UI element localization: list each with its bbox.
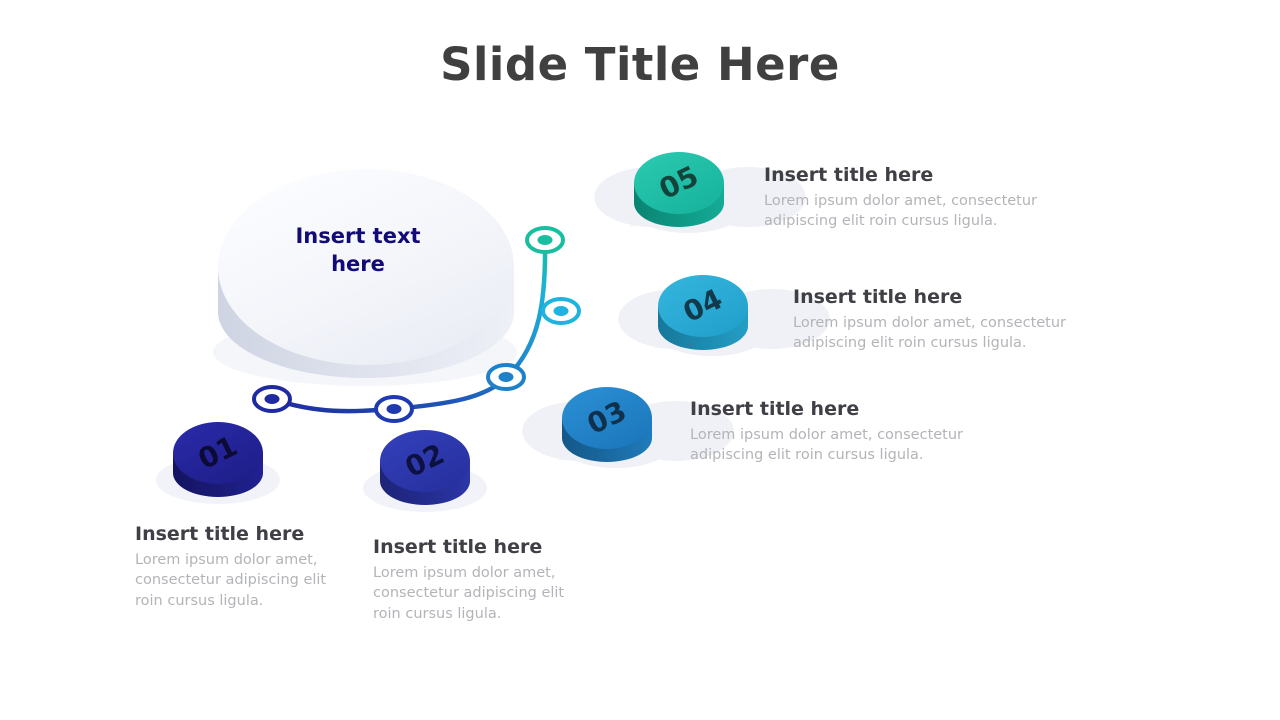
step-04-caption: Insert title here Lorem ipsum dolor amet… bbox=[793, 286, 1073, 354]
step-03-title: Insert title here bbox=[690, 398, 860, 420]
step-02-body: Lorem ipsum dolor amet, consectetur adip… bbox=[373, 564, 565, 622]
connector-marker-03 bbox=[486, 363, 526, 391]
step-04-title: Insert title here bbox=[793, 286, 963, 308]
step-04-body: Lorem ipsum dolor amet, consectetur adip… bbox=[793, 314, 1067, 352]
step-04-cylinder-top bbox=[658, 275, 748, 337]
step-01-body: Lorem ipsum dolor amet, consectetur adip… bbox=[135, 551, 327, 609]
page-title: Slide Title Here bbox=[440, 38, 840, 91]
connector-marker-05 bbox=[525, 226, 565, 254]
step-02-title: Insert title here bbox=[373, 536, 543, 558]
step-02-graphic[interactable]: 02 bbox=[363, 430, 487, 512]
step-05-caption: Insert title here Lorem ipsum dolor amet… bbox=[764, 164, 1044, 232]
step-04-graphic[interactable]: 04 bbox=[618, 275, 830, 356]
step-05-title: Insert title here bbox=[764, 164, 934, 186]
center-label-line-2: here bbox=[331, 251, 385, 276]
step-05-body: Lorem ipsum dolor amet, consectetur adip… bbox=[764, 192, 1038, 230]
center-cylinder bbox=[213, 169, 517, 386]
connector-marker-04 bbox=[541, 297, 581, 325]
step-03-caption: Insert title here Lorem ipsum dolor amet… bbox=[690, 398, 970, 466]
center-label-line-1: Insert text bbox=[295, 224, 421, 248]
step-05-cylinder-top bbox=[634, 152, 724, 214]
center-cylinder-label: Insert text here bbox=[258, 223, 458, 278]
step-01-caption: Insert title here Lorem ipsum dolor amet… bbox=[135, 523, 335, 611]
connector-marker-01 bbox=[252, 385, 292, 413]
connector-markers bbox=[252, 226, 581, 423]
step-02-cylinder-top bbox=[380, 430, 470, 492]
step-03-body: Lorem ipsum dolor amet, consectetur adip… bbox=[690, 426, 964, 464]
step-03-graphic[interactable]: 03 bbox=[522, 387, 734, 468]
step-05-graphic[interactable]: 05 bbox=[594, 152, 806, 233]
step-03-cylinder-top bbox=[562, 387, 652, 449]
step-01-cylinder-top bbox=[173, 422, 263, 484]
center-cylinder-top bbox=[218, 169, 514, 365]
connector-line bbox=[269, 237, 548, 414]
step-01-graphic[interactable]: 01 bbox=[156, 422, 280, 504]
connector-path bbox=[269, 237, 548, 414]
step-02-caption: Insert title here Lorem ipsum dolor amet… bbox=[373, 536, 573, 624]
connector-marker-02 bbox=[374, 395, 414, 423]
step-01-title: Insert title here bbox=[135, 523, 305, 545]
